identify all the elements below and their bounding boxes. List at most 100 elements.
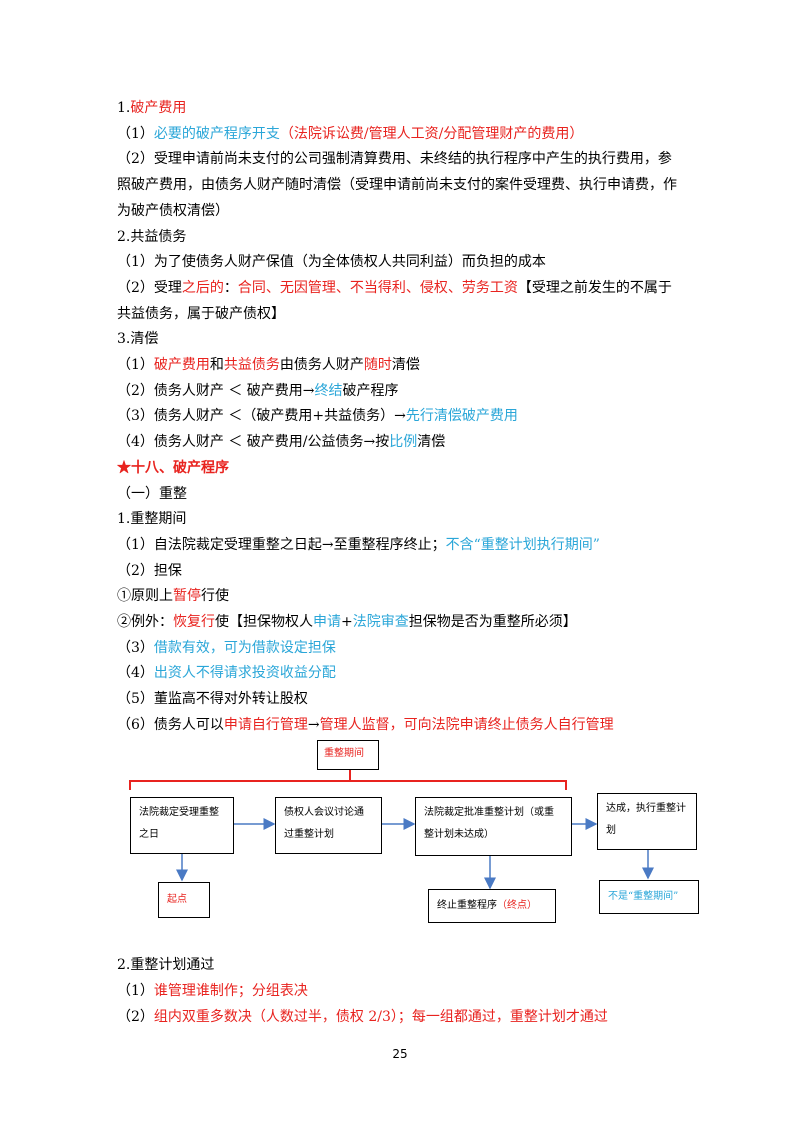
text-segment: 必要的破产程序开支 <box>153 125 280 142</box>
text-line: ①原则上暂停行使 <box>117 586 229 606</box>
text-segment: 暂停 <box>173 588 201 605</box>
text-segment: 照破产费用，由债务人财产随时清偿（受理申请前尚未支付的案件受理费、执行申请费，作 <box>117 177 677 194</box>
box-executed: 达成，执行重整计划 <box>597 793 697 850</box>
text-line: （1）为了使债务人财产保值（为全体债权人共同利益）而负担的成本 <box>117 252 546 272</box>
text-segment: 恢复行 <box>173 614 215 630</box>
text-segment: （法院诉讼费/管理人工资/分配管理财产的费用） <box>279 125 584 142</box>
text-line: （2）受理之后的：合同、无因管理、不当得利、侵权、劳务工资【受理之前发生的不属于 <box>117 278 672 298</box>
text-segment: 2.重整计划通过 <box>117 957 215 973</box>
text-line: （6）债务人可以申请自行管理→管理人监督，可向法院申请终止债务人自行管理 <box>117 715 614 735</box>
text-segment: （1）为了使债务人财产保值（为全体债权人共同利益）而负担的成本 <box>117 254 546 271</box>
text-segment: 行使 <box>201 588 229 605</box>
text-segment: （3） <box>117 639 154 656</box>
text-segment: 合同、无因管理、不当得利、侵权、劳务工资 <box>237 279 518 296</box>
text-segment: （一）重整 <box>117 485 187 502</box>
text-segment: 申请 <box>313 614 341 630</box>
text-segment: 管理人监督，可向法院申请终止债务人自行管理 <box>319 716 614 733</box>
text-segment: 担保物是否为重整所必须】 <box>408 614 577 630</box>
text-line: 1.重整期间 <box>117 509 186 529</box>
text-segment: 破产程序 <box>342 382 399 399</box>
text-line: （1）谁管理谁制作；分组表决 <box>117 981 308 1001</box>
text-segment: 之后的 <box>181 279 224 296</box>
text-segment: ②例外： <box>117 614 173 630</box>
text-segment: （2） <box>117 1009 154 1025</box>
text-line: 3.清偿 <box>117 329 158 349</box>
text-segment: （4）债务人财产 ＜ 破产费用/公益债务→按 <box>117 434 390 451</box>
text-segment: 破产费用 <box>153 357 210 373</box>
text-segment: 先行清偿破产费用 <box>405 408 518 425</box>
text-line: （1）必要的破产程序开支（法院诉讼费/管理人工资/分配管理财产的费用） <box>117 124 583 144</box>
text-segment: （2）债务人财产 ＜ 破产费用→ <box>117 382 315 399</box>
text-segment: 出资人不得请求投资收益分配 <box>153 665 336 682</box>
text-segment: + <box>341 614 353 630</box>
end-text: 终止重整程序 <box>437 900 497 911</box>
text-line: 1.破产费用 <box>117 98 186 118</box>
text-segment: 1.重整期间 <box>117 511 187 528</box>
text-line: 共益债务，属于破产债权】 <box>117 304 285 324</box>
text-segment: （3）债务人财产 ＜（破产费用+共益债务）→ <box>117 408 406 425</box>
text-segment: 终结 <box>314 382 343 399</box>
text-segment: 由债务人财产 <box>279 357 364 373</box>
end-note: （终点） <box>497 900 537 911</box>
text-segment: 组内双重多数决（人数过半，债权 2/3）；每一组都通过，重整计划才通过 <box>153 1009 608 1025</box>
text-line: ②例外：恢复行使【担保物权人申请+法院审查担保物是否为重整所必须】 <box>117 612 577 632</box>
text-segment: （2）受理申请前尚未支付的公司强制清算费用、未终结的执行程序中产生的执行费用，参 <box>117 151 672 168</box>
start-box: 起点 <box>158 882 210 918</box>
text-segment: （1） <box>117 983 154 999</box>
text-segment: （6）债务人可以 <box>117 716 224 733</box>
text-line: （一）重整 <box>117 484 187 504</box>
period-brace <box>129 780 567 790</box>
text-segment: （5）董监高不得对外转让股权 <box>117 691 308 708</box>
text-line: （4）出资人不得请求投资收益分配 <box>117 663 336 683</box>
text-segment: 不含“重整计划执行期间” <box>445 536 600 553</box>
text-segment: 清偿 <box>391 357 420 373</box>
text-segment: 谁管理谁制作；分组表决 <box>153 983 308 999</box>
text-line: 为破产债权清偿） <box>117 201 229 221</box>
period-label-box: 重整期间 <box>317 740 379 770</box>
text-line: （4）债务人财产 ＜ 破产费用/公益债务→按比例清偿 <box>117 432 445 452</box>
text-segment: 借款有效，可为借款设定担保 <box>153 639 336 656</box>
text-line: （2）组内双重多数决（人数过半，债权 2/3）；每一组都通过，重整计划才通过 <box>117 1007 608 1027</box>
end-box: 终止重整程序（终点） <box>428 889 556 923</box>
text-line: （1）自法院裁定受理重整之日起→至重整程序终止；不含“重整计划执行期间” <box>117 535 600 555</box>
text-segment: 为破产债权清偿） <box>117 202 229 219</box>
text-segment: ★十八、破产程序 <box>117 459 229 476</box>
text-segment: 比例 <box>389 434 418 451</box>
text-segment: ①原则上 <box>117 588 173 605</box>
text-line: 2.共益债务 <box>117 227 186 247</box>
text-line: 照破产费用，由债务人财产随时清偿（受理申请前尚未支付的案件受理费、执行申请费，作 <box>117 175 677 195</box>
text-segment: （4） <box>117 665 154 682</box>
box-court-approve: 法院裁定批准重整计划（或重整计划未达成） <box>415 797 572 856</box>
text-segment: 随时 <box>363 357 392 373</box>
text-line: （2）受理申请前尚未支付的公司强制清算费用、未终结的执行程序中产生的执行费用，参 <box>117 149 672 169</box>
text-segment: → <box>307 716 320 733</box>
text-line: （3）借款有效，可为借款设定担保 <box>117 638 336 658</box>
text-line: （2）担保 <box>117 561 182 581</box>
text-segment: 申请自行管理 <box>223 716 308 733</box>
text-segment: 1. <box>117 100 131 116</box>
text-line: （5）董监高不得对外转让股权 <box>117 689 308 709</box>
box-court-accept: 法院裁定受理重整之日 <box>130 797 234 854</box>
text-segment: 共益债务 <box>223 357 280 373</box>
text-segment: 共益债务，属于破产债权】 <box>117 305 285 322</box>
not-period-box: 不是“重整期间” <box>599 880 699 914</box>
text-segment: 法院审查 <box>352 614 409 630</box>
text-segment: （1）自法院裁定受理重整之日起→至重整程序终止； <box>117 536 446 553</box>
text-segment: （2）受理 <box>117 279 182 296</box>
text-segment: 【受理之前发生的不属于 <box>517 279 672 296</box>
text-segment: （2）担保 <box>117 562 182 579</box>
text-segment: （1） <box>117 125 154 142</box>
text-segment: 使【担保物权人 <box>215 614 313 630</box>
text-line: 2.重整计划通过 <box>117 955 214 975</box>
text-segment: 2.共益债务 <box>117 228 187 245</box>
text-segment: ： <box>223 279 238 296</box>
text-segment: 破产费用 <box>130 100 187 116</box>
text-line: （3）债务人财产 ＜（破产费用+共益债务）→先行清偿破产费用 <box>117 406 518 426</box>
text-line: ★十八、破产程序 <box>117 458 229 478</box>
text-line: （1）破产费用和共益债务由债务人财产随时清偿 <box>117 355 420 375</box>
text-segment: 和 <box>209 357 224 373</box>
text-segment: 清偿 <box>417 434 446 451</box>
page-number: 25 <box>392 1047 408 1061</box>
text-line: （2）债务人财产 ＜ 破产费用→终结破产程序 <box>117 381 399 401</box>
